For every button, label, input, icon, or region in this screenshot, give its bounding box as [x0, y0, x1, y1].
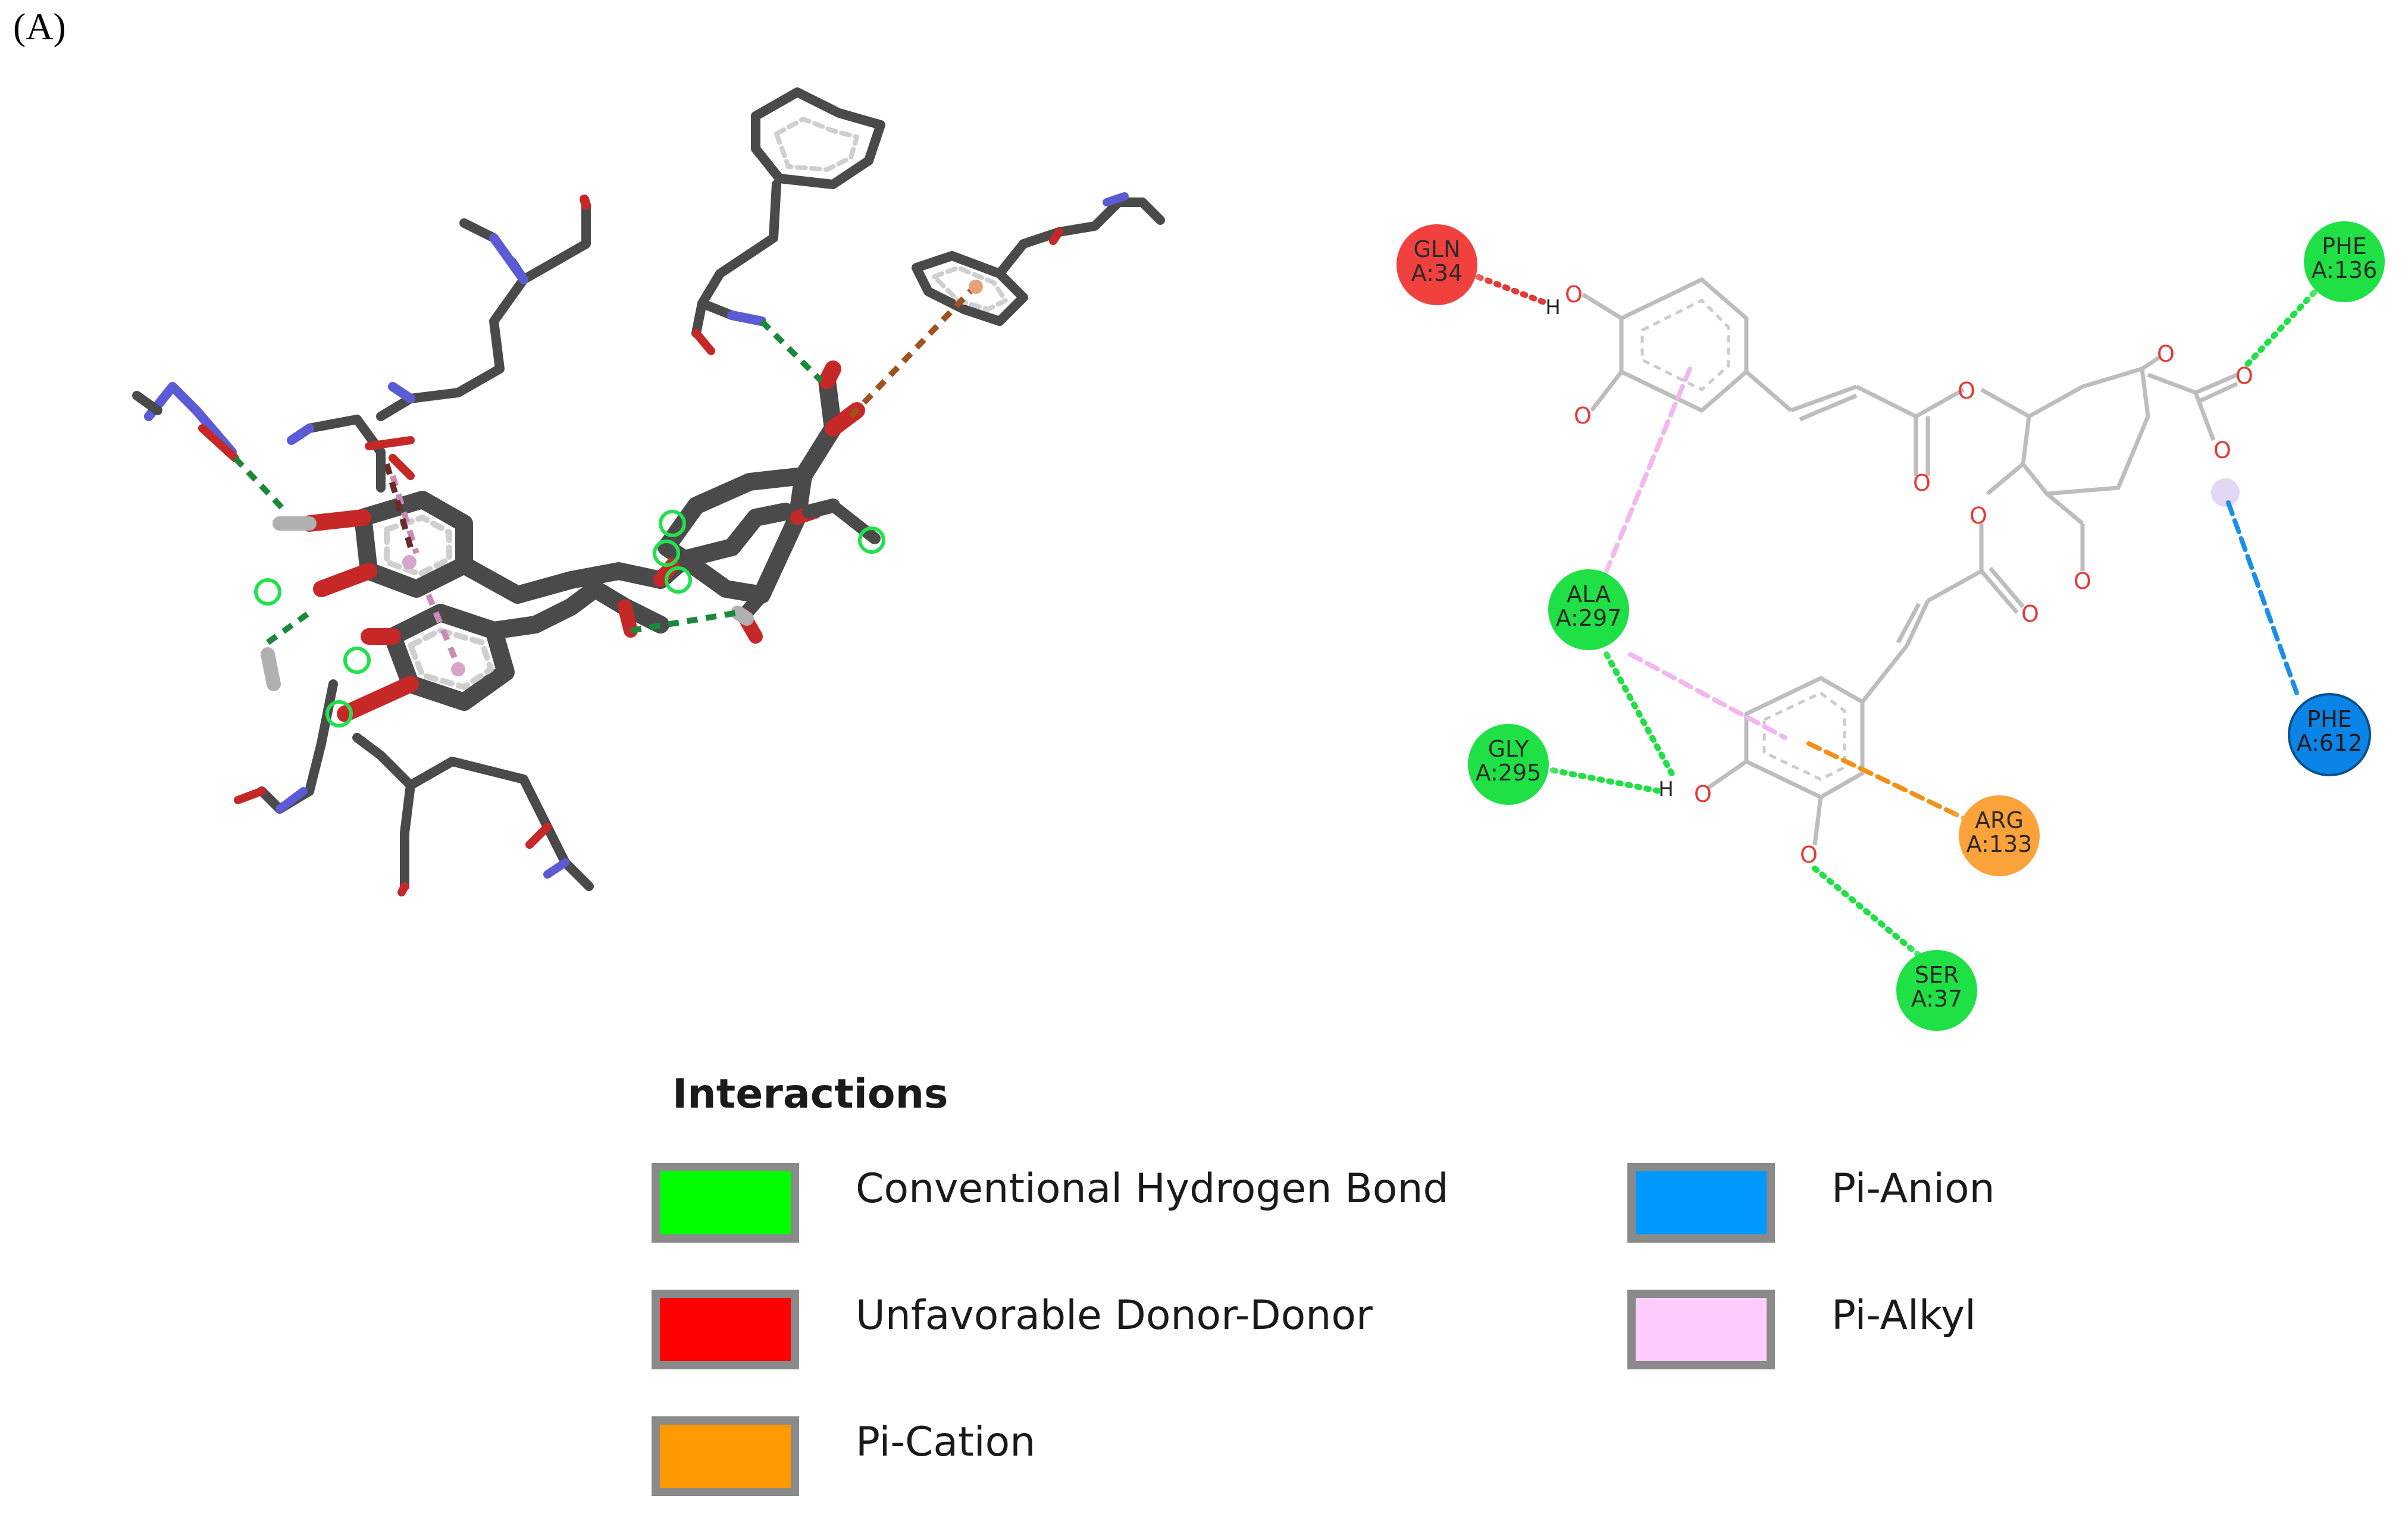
- oxygen-atom: O: [1694, 781, 1712, 807]
- residue-chain: A:612: [2297, 730, 2363, 756]
- legend-title: Interactions: [672, 1071, 948, 1118]
- residue-name: PHE: [2322, 233, 2367, 259]
- interaction-ala297-pi-top: [1604, 366, 1692, 573]
- anion-highlight: [2211, 478, 2240, 507]
- pi-center-dot: [969, 280, 983, 294]
- hydrogen-atom: H: [1545, 296, 1561, 319]
- legend-item-hbond: Conventional Hydrogen Bond: [652, 1163, 1449, 1243]
- oxygen-atom: O: [1800, 842, 1818, 868]
- legend-item-donor-donor: Unfavorable Donor-Donor: [652, 1290, 1373, 1369]
- interaction-ala297-pi-bottom: [1628, 652, 1787, 740]
- ligand-sticks: [261, 360, 881, 722]
- residue-chain: A:295: [1476, 760, 1542, 786]
- legend-label: Pi-Cation: [856, 1419, 1036, 1466]
- 3d-interaction-lines: [233, 283, 978, 667]
- legend-swatch: [652, 1290, 799, 1369]
- hydrogen-atom: H: [1658, 777, 1674, 801]
- legend-swatch: [652, 1163, 799, 1243]
- legend-item-pi-alkyl: Pi-Alkyl: [1627, 1290, 1976, 1369]
- legend-item-pi-cation: Pi-Cation: [652, 1416, 1035, 1496]
- residue-disc-ala297: ALA A:297: [1532, 553, 1645, 666]
- residue-chain: A:136: [2312, 257, 2378, 283]
- interaction-gly295: [1550, 767, 1663, 794]
- residue-disc-phe612: PHE A:612: [2273, 678, 2386, 791]
- 2d-interaction-diagram: O O O O O O O O O O O O H H: [1380, 205, 2401, 1047]
- oxygen-atom: O: [2235, 363, 2253, 389]
- residue-name: ALA: [1567, 581, 1611, 607]
- oxygen-atom: O: [2157, 341, 2175, 367]
- interaction-phe612: [2226, 500, 2299, 695]
- residue-chain: A:34: [1411, 260, 1463, 286]
- panel-label: (A): [13, 5, 66, 48]
- legend-label: Pi-Alkyl: [1831, 1292, 1976, 1339]
- legend-swatch: [652, 1416, 799, 1496]
- oxygen-atom: O: [1913, 470, 1931, 496]
- pi-center-dot: [402, 555, 417, 569]
- residue-chain: A:297: [1556, 605, 1622, 631]
- residue-name: GLY: [1488, 736, 1530, 762]
- oxygen-atom: O: [2074, 568, 2091, 594]
- interaction-arg133: [1806, 741, 1972, 823]
- legend-label: Conventional Hydrogen Bond: [856, 1165, 1449, 1212]
- residue-name: SER: [1915, 962, 1959, 988]
- residue-name: PHE: [2307, 706, 2352, 732]
- legend-swatch: [1627, 1290, 1775, 1369]
- legend-label: Pi-Anion: [1831, 1165, 1995, 1212]
- residue-chain: A:133: [1967, 831, 2033, 857]
- oxygen-atom: O: [2021, 601, 2039, 627]
- interaction-ser37: [1812, 866, 1925, 961]
- oxygen-atom: O: [1565, 281, 1583, 308]
- residue-sticks: [132, 87, 1165, 896]
- pi-center-dot: [451, 662, 465, 676]
- legend-label: Unfavorable Donor-Donor: [856, 1292, 1373, 1339]
- residue-disc-gln34: GLN A:34: [1380, 208, 1493, 321]
- residue-disc-ser37: SER A:37: [1880, 934, 1993, 1047]
- legend-item-pi-anion: Pi-Anion: [1627, 1163, 1995, 1243]
- residue-disc-phe136: PHE A:136: [2288, 205, 2401, 318]
- atom-labels: O O O O O O O O O O O O H H: [1545, 281, 2253, 868]
- residue-name: ARG: [1975, 807, 2024, 833]
- interaction-ala297-hbond: [1604, 651, 1678, 782]
- ligand-2d-skeleton: [1582, 277, 2238, 845]
- 3d-stick-model: [132, 87, 1165, 896]
- oxygen-atom: O: [1969, 503, 1987, 529]
- legend-swatch: [1627, 1163, 1775, 1243]
- residue-chain: A:37: [1911, 986, 1962, 1012]
- 3d-highlight-circles: [254, 510, 885, 728]
- residue-disc-gly295: GLY A:295: [1452, 708, 1565, 821]
- residue-name: GLN: [1413, 236, 1460, 262]
- residue-disc-arg133: ARG A:133: [1943, 779, 2056, 892]
- oxygen-atom: O: [1958, 378, 1975, 404]
- oxygen-atom: O: [1574, 403, 1592, 429]
- oxygen-atom: O: [2213, 437, 2231, 463]
- 2d-interaction-lines: [1467, 271, 2324, 961]
